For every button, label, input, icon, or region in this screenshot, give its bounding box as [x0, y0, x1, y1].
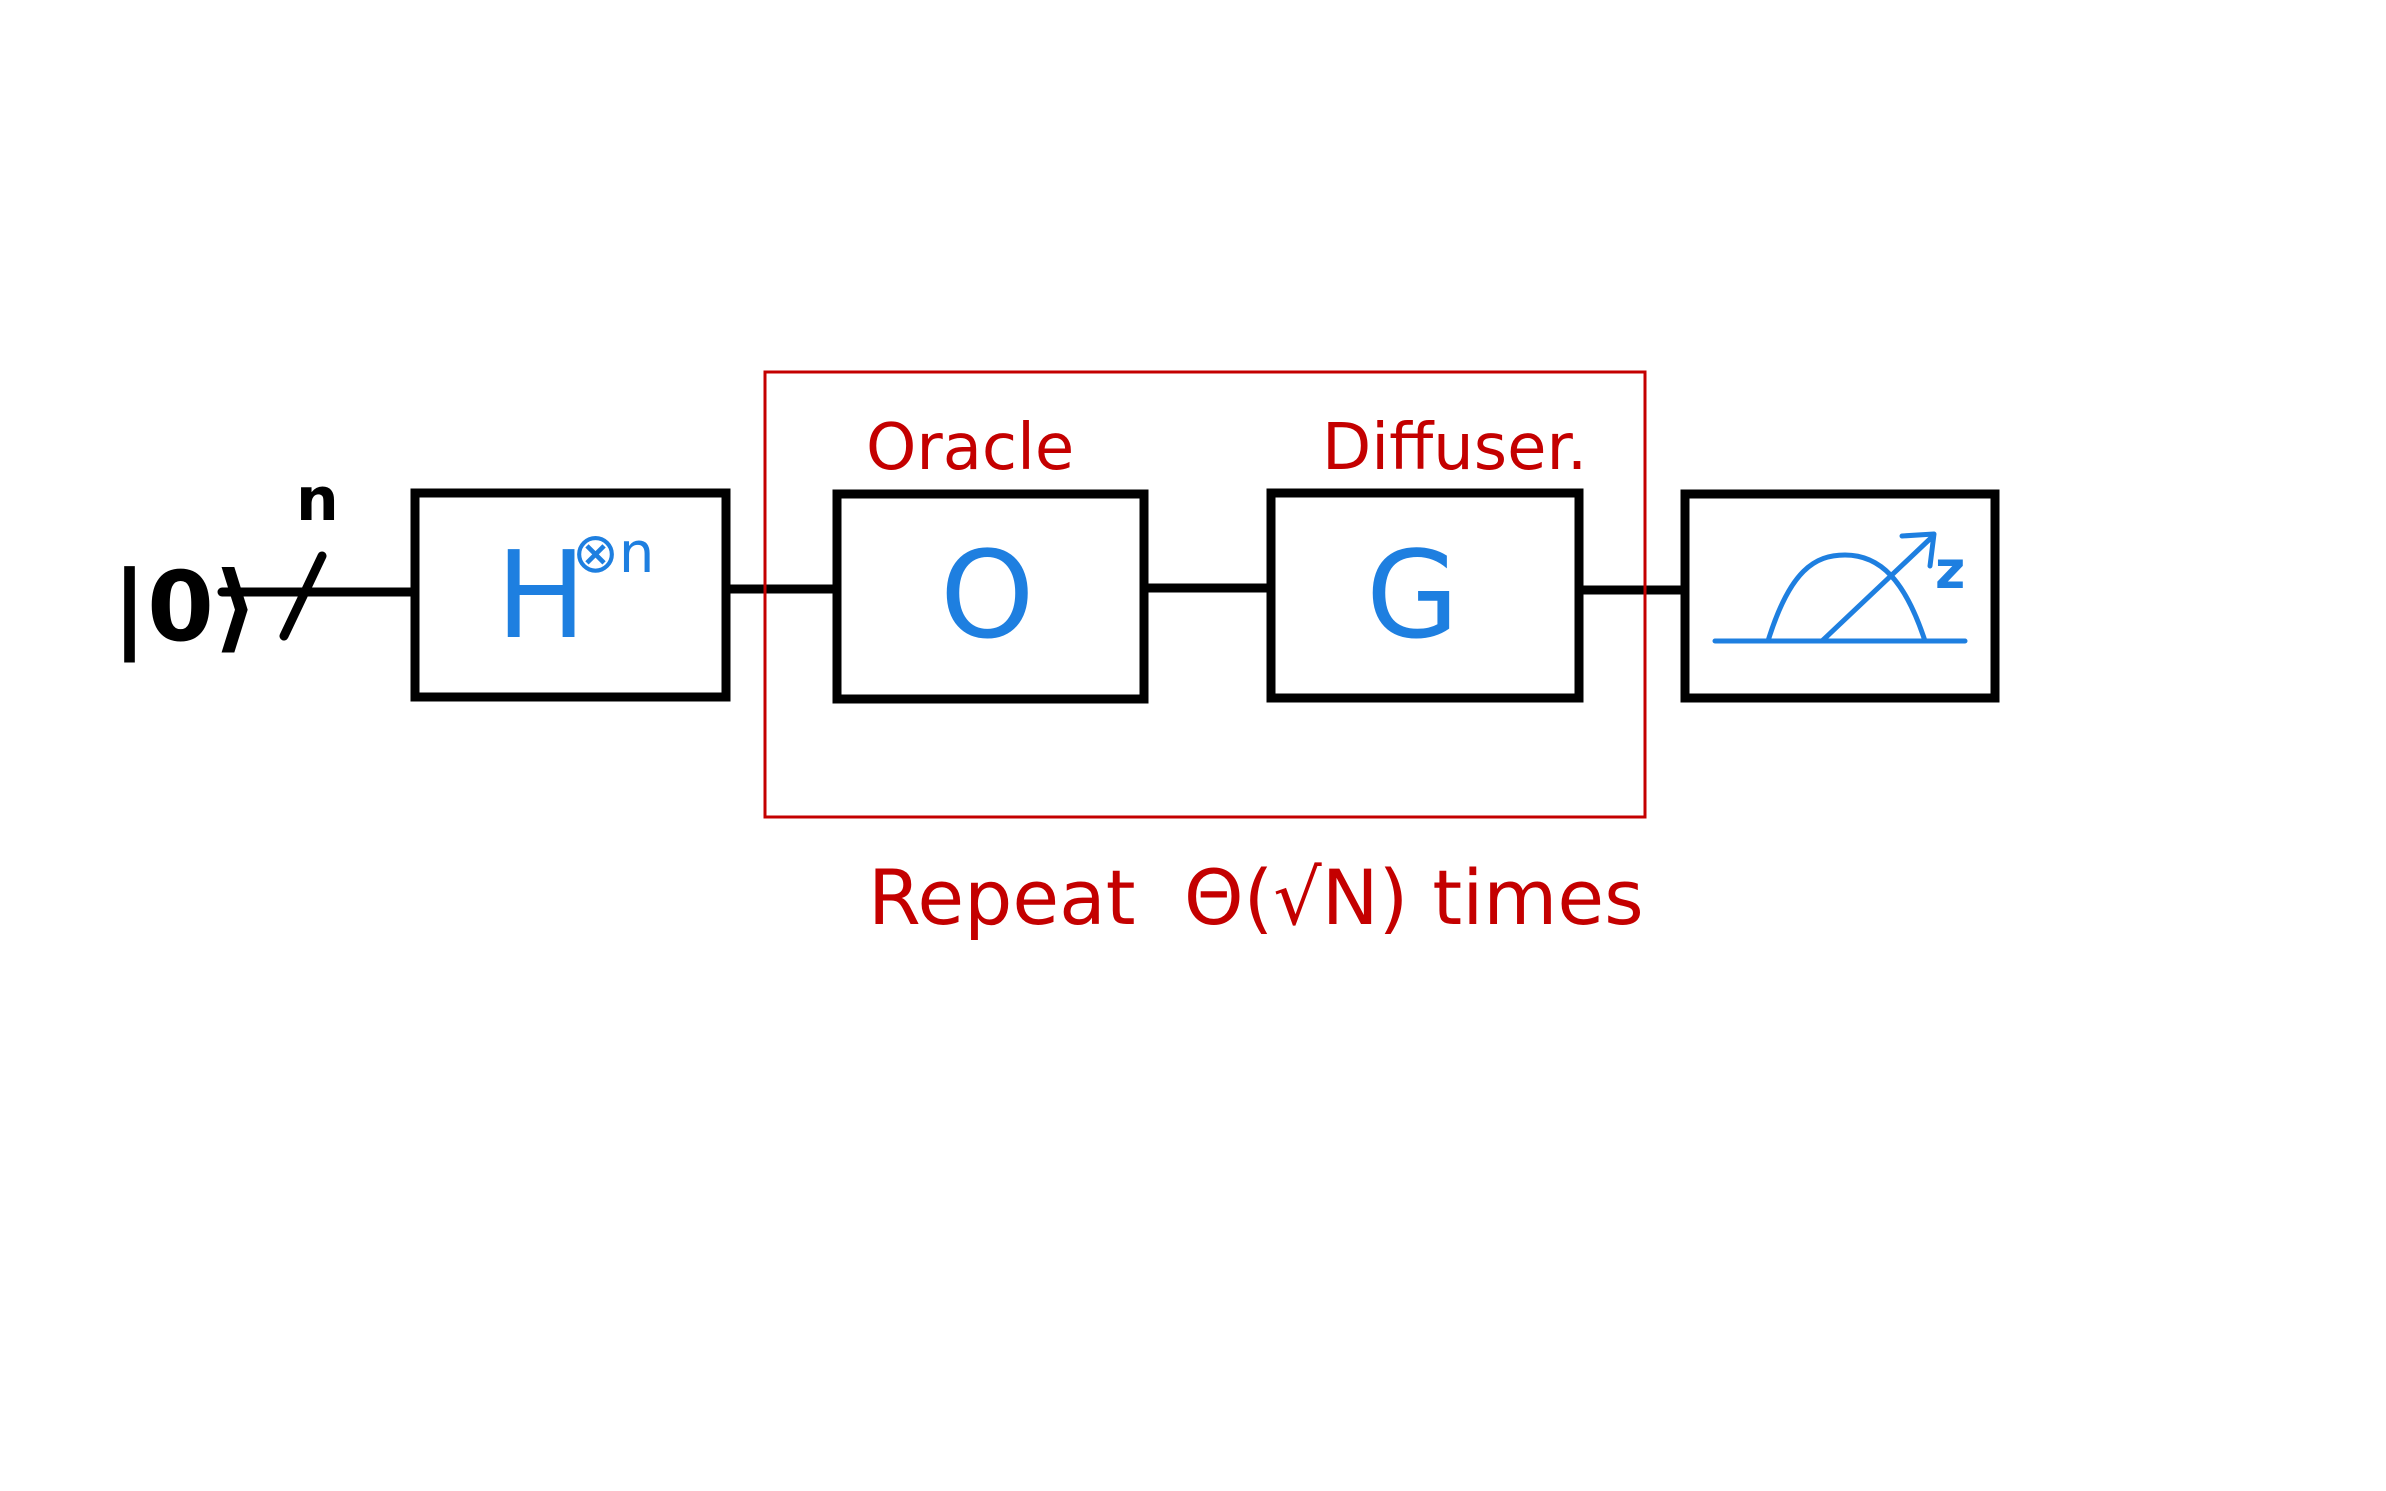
diffuser-gate-box — [1266, 488, 1584, 703]
meter-arc — [1765, 552, 1928, 644]
diffuser-gate: G — [1266, 488, 1584, 703]
measurement-gate-box — [1680, 489, 2000, 703]
oracle-symbol: O — [940, 527, 1034, 666]
qubit-bundle-slash — [279, 551, 327, 641]
meter-needle-arrowhead — [1899, 531, 1937, 569]
meter-needle — [1819, 534, 1935, 644]
diffuser-symbol: G — [1366, 527, 1459, 666]
diffuser-label: Diffuser. — [1322, 411, 1587, 485]
qubit-count-label: n — [296, 465, 339, 535]
quantum-wire — [217, 583, 1689, 597]
oracle-gate-box — [832, 489, 1149, 704]
hadamard-gate: H ⊗n — [410, 488, 731, 702]
hadamard-gate-box — [410, 488, 731, 702]
meter-axis-label: z — [1935, 541, 1965, 601]
hadamard-superscript: ⊗n — [572, 521, 654, 586]
input-state-label: |0⟩ — [112, 551, 258, 664]
oracle-label: Oracle — [866, 411, 1074, 485]
repeat-block: Oracle Diffuser. O G Repeat Θ(√N) times — [763, 370, 1647, 942]
measurement-meter-icon — [1712, 531, 1968, 644]
measurement-gate: z — [1680, 489, 2000, 703]
oracle-gate: O — [832, 489, 1149, 704]
hadamard-symbol: H — [496, 527, 586, 666]
repeat-block-outline — [763, 370, 1647, 819]
repeat-caption: Repeat Θ(√N) times — [868, 853, 1644, 942]
